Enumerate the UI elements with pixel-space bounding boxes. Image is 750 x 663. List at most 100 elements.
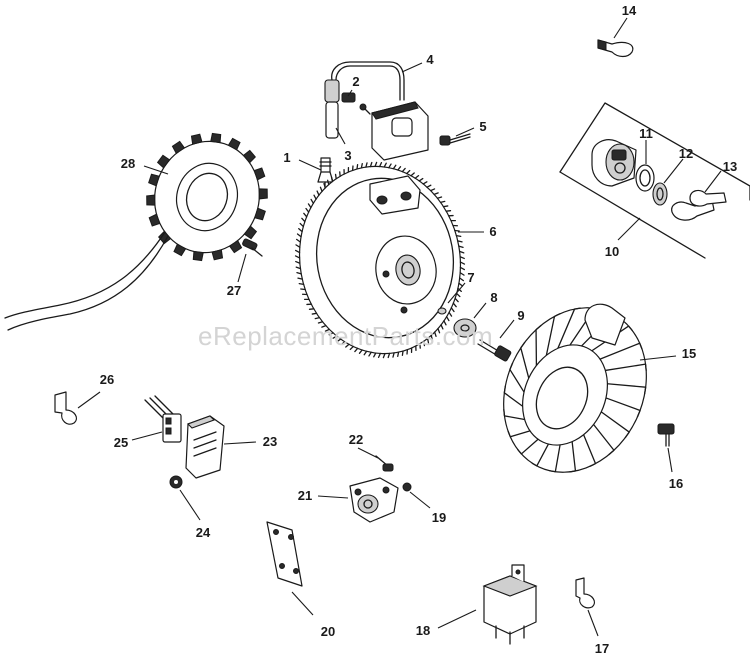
callout-24: 24: [196, 525, 211, 540]
ring-gear-tooth: [457, 240, 463, 243]
ring-gear-tooth: [401, 350, 404, 356]
nut-part-19: [402, 482, 412, 492]
callout-23: 23: [263, 434, 277, 449]
stator-tooth: [211, 249, 224, 261]
ring-gear-tooth: [430, 188, 436, 192]
ring-gear-tooth: [443, 320, 447, 326]
clamp-part-14: [597, 39, 634, 58]
fan-fin: [520, 341, 530, 379]
flywheel-part-6: [294, 161, 466, 359]
stator-tooth: [148, 173, 160, 187]
ring-gear-tooth: [458, 245, 464, 248]
fan-fin: [599, 342, 643, 360]
ring-gear-tooth: [459, 266, 466, 271]
fan-fin: [569, 441, 577, 473]
ring-gear-tooth: [437, 327, 441, 334]
ring-gear-tooth: [459, 277, 465, 282]
ring-gear-tooth: [397, 351, 400, 358]
ring-gear-tooth: [307, 203, 312, 209]
connector-part-25: [144, 395, 182, 443]
ring-gear-tooth: [328, 332, 334, 336]
fan-fin: [605, 397, 641, 418]
ring-gear-tooth: [442, 205, 449, 208]
stator-tooth: [173, 243, 187, 257]
ring-gear-tooth: [317, 321, 324, 324]
ring-gear-tooth: [354, 347, 359, 353]
callout-25: 25: [114, 435, 128, 450]
ring-gear-tooth: [360, 162, 363, 169]
fan-fin: [600, 411, 630, 439]
ring-gear-tooth: [414, 174, 420, 179]
screw-part-22: [375, 455, 394, 472]
callout-28: 28: [121, 156, 135, 171]
ring-gear-tooth: [311, 312, 318, 315]
ring-gear-tooth: [336, 338, 342, 343]
callout-8: 8: [490, 290, 497, 305]
stator-tooth: [227, 137, 241, 151]
ring-gear-tooth: [406, 169, 411, 175]
ring-gear-tooth: [368, 351, 372, 357]
ring-gear-tooth: [422, 181, 428, 185]
stator-tooth: [148, 213, 161, 227]
clip-part-26: [54, 391, 78, 425]
callout-11: 11: [639, 126, 653, 141]
bolt-part-16: [657, 423, 675, 447]
callout-4: 4: [426, 52, 434, 67]
callout-18: 18: [416, 623, 430, 638]
key-part-7: [437, 307, 447, 315]
ring-gear-tooth: [455, 234, 462, 238]
ring-gear-tooth: [459, 272, 465, 276]
callout-19: 19: [432, 510, 446, 525]
ring-gear-tooth: [298, 282, 305, 286]
ring-gear-tooth: [433, 192, 439, 195]
ring-gear-tooth: [459, 261, 466, 265]
regulator-part-23: [185, 415, 225, 479]
callout-21: 21: [298, 488, 312, 503]
callout-2: 2: [352, 74, 359, 89]
ring-gear-tooth: [383, 162, 387, 168]
ring-gear-tooth: [319, 186, 323, 193]
ring-gear-tooth: [294, 255, 301, 259]
ring-gear-tooth: [418, 177, 424, 182]
ring-gear-tooth: [440, 324, 444, 330]
ring-gear-tooth: [300, 288, 306, 291]
ring-gear-tooth: [295, 266, 302, 270]
stator-tooth: [253, 167, 266, 181]
fan-fin: [503, 408, 526, 421]
ring-gear-tooth: [397, 166, 402, 171]
ring-gear-tooth: [296, 272, 302, 275]
ring-gear-tooth: [321, 325, 327, 328]
fan-fin: [557, 307, 581, 349]
fan-fin: [503, 385, 524, 407]
ring-gear-tooth: [356, 164, 359, 170]
stator-part-28: [4, 132, 268, 331]
fan-fin: [549, 444, 561, 473]
screw-part-2: [359, 103, 371, 115]
fan-fin: [606, 383, 647, 395]
screw-part-24: [169, 475, 183, 489]
callout-17: 17: [595, 641, 609, 656]
plate-part-20: [266, 521, 303, 587]
ring-gear-tooth: [434, 331, 437, 337]
ring-gear-tooth: [358, 349, 363, 354]
ring-gear-tooth: [388, 163, 392, 169]
ignition-module-part-4: [324, 61, 429, 161]
washer-part-8: [453, 318, 477, 338]
ring-gear-tooth: [301, 217, 306, 223]
bolt-part-5: [439, 133, 471, 146]
ring-gear-tooth: [426, 184, 432, 188]
ring-gear-tooth: [426, 337, 430, 344]
clip-part-17: [575, 577, 596, 609]
watermark-text: eReplacementParts.com: [198, 321, 493, 351]
callout-6: 6: [489, 224, 496, 239]
ring-gear-tooth: [459, 256, 465, 260]
ring-gear-tooth: [296, 233, 302, 238]
stator-tooth: [243, 225, 258, 240]
ring-gear-tooth: [445, 316, 450, 322]
ring-gear-tooth: [363, 350, 368, 356]
fan-fin: [545, 313, 561, 356]
fan-fin: [517, 438, 539, 455]
ring-gear-tooth: [323, 183, 326, 189]
ring-gear-tooth: [369, 161, 373, 168]
callout-12: 12: [679, 146, 693, 161]
